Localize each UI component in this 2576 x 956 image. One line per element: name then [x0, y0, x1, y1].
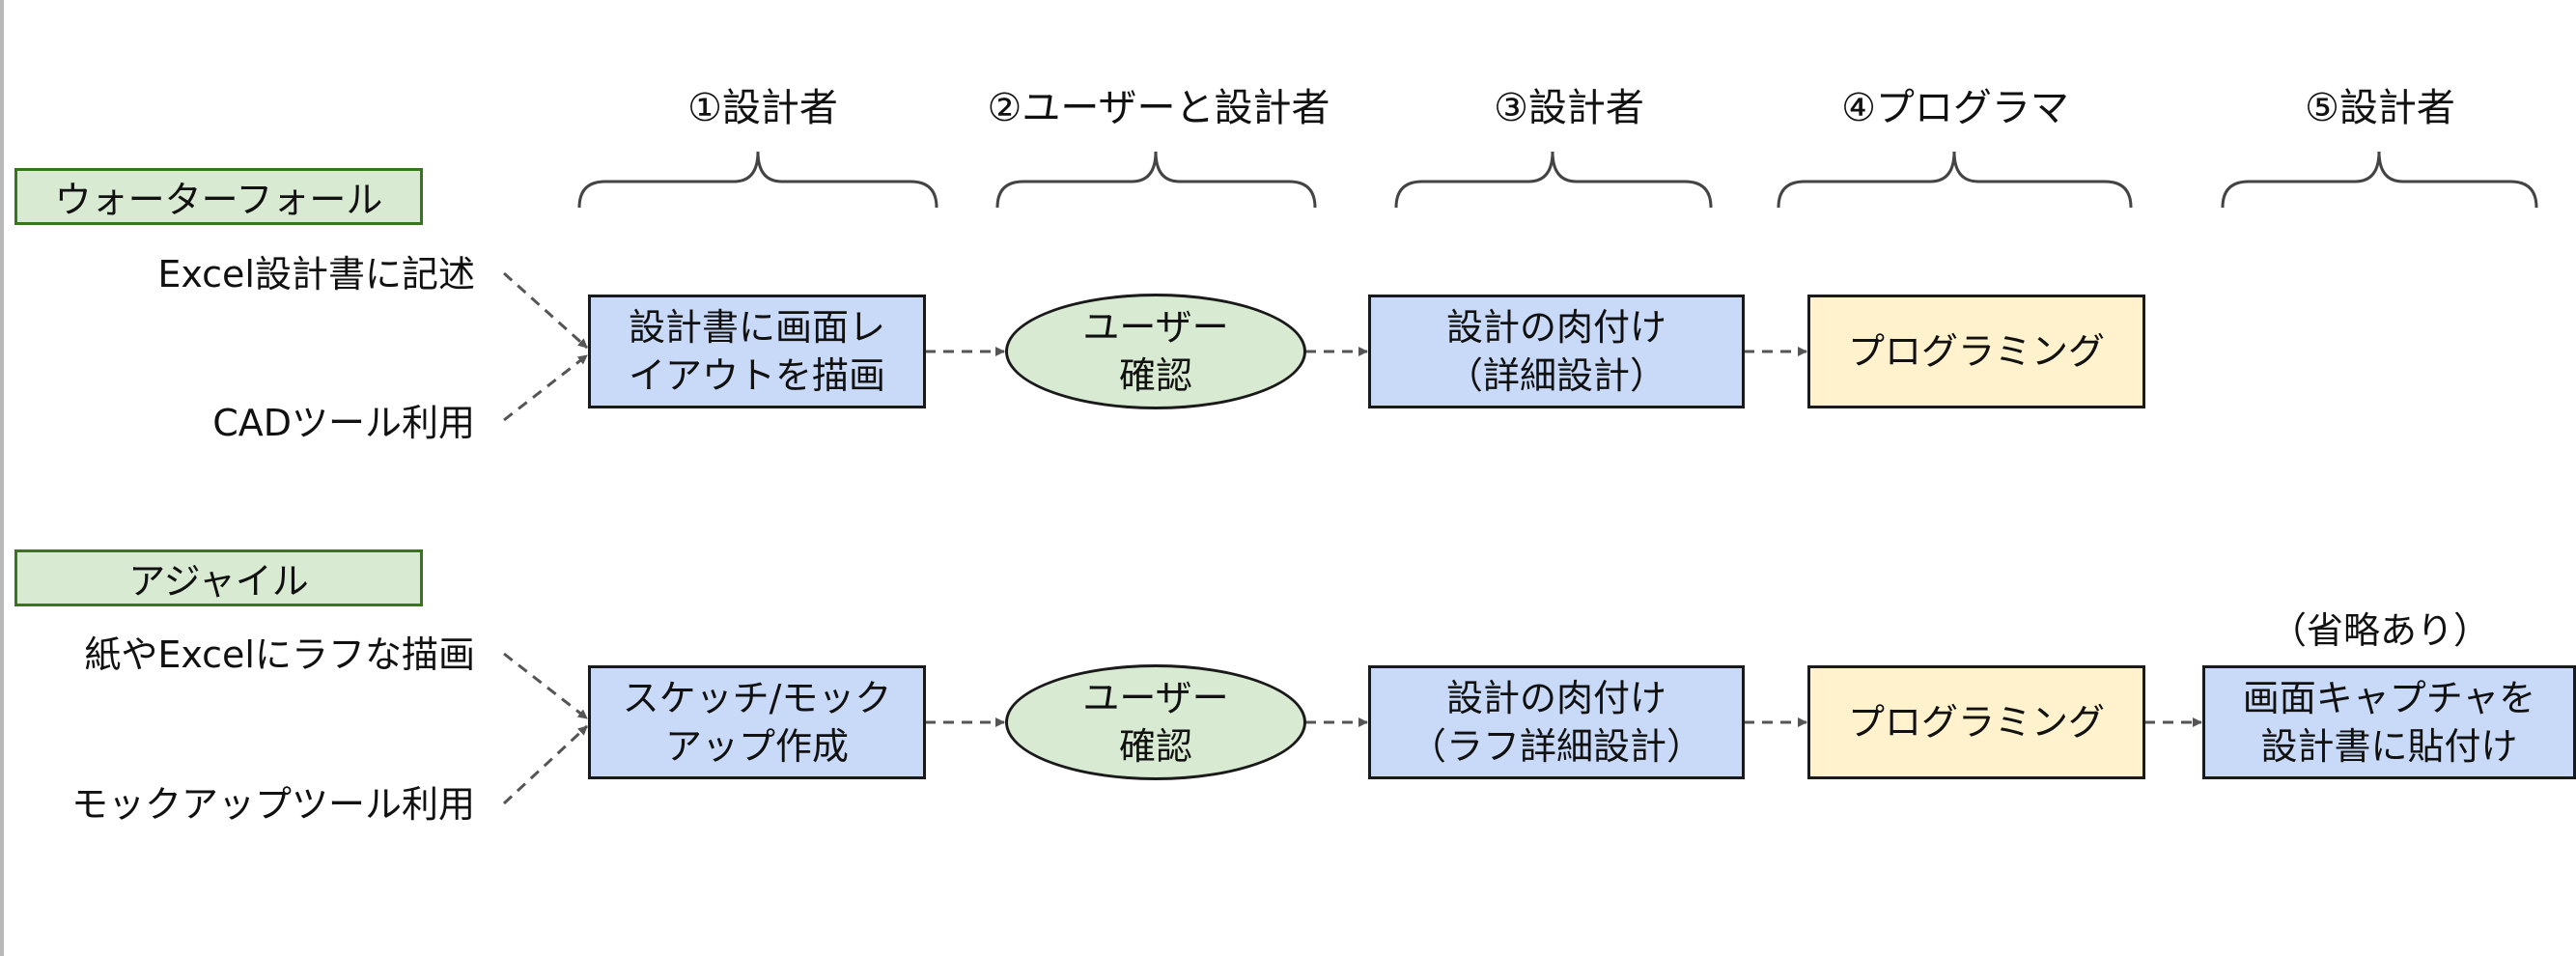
waterfall-step-detail-design: 設計の肉付け （詳細設計） — [1368, 295, 1745, 408]
step-line-1: 設計の肉付け — [1445, 677, 1666, 719]
step-line-1: ユーザー — [1082, 677, 1229, 719]
agile-step-programming: プログラミング — [1807, 665, 2145, 779]
waterfall-source-1: Excel設計書に記述 — [157, 253, 475, 295]
step-line-2: アップ作成 — [664, 725, 849, 768]
role-label-1: ①設計者 — [687, 86, 838, 130]
agile-source-2: モックアップツール利用 — [70, 783, 475, 826]
waterfall-step-programming: プログラミング — [1807, 295, 2145, 408]
step-line-1: 画面キャプチャを — [2242, 677, 2536, 719]
lane-tag-waterfall: ウォーターフォール — [14, 168, 423, 225]
brace-2 — [995, 151, 1317, 209]
role-label-4: ④プログラマ — [1841, 86, 2069, 130]
brace-3 — [1394, 151, 1713, 209]
brace-5 — [2221, 151, 2538, 209]
step-line-2: イアウトを描画 — [628, 354, 885, 397]
role-label-2: ②ユーザーと設計者 — [987, 86, 1330, 130]
arrow-source-mockup — [502, 724, 589, 805]
agile-source-1: 紙やExcelにラフな描画 — [84, 633, 475, 676]
brace-1 — [577, 151, 938, 209]
waterfall-step-draw-layout: 設計書に画面レ イアウトを描画 — [588, 295, 926, 408]
waterfall-step-user-review: ユーザー 確認 — [1005, 294, 1306, 409]
step-line-1: スケッチ/モック — [622, 677, 892, 719]
brace-4 — [1777, 151, 2133, 209]
step-line-1: 設計書に画面レ — [628, 306, 885, 349]
step-line-1: プログラミング — [1847, 330, 2105, 373]
agile-step-paste-screenshot: 画面キャプチャを 設計書に貼付け — [2202, 665, 2576, 779]
step-line-2: （詳細設計） — [1445, 354, 1666, 397]
agile-step-sketch-mockup: スケッチ/モック アップ作成 — [588, 665, 926, 779]
arrow-source-cad — [503, 353, 588, 422]
step-line-2: 確認 — [1118, 725, 1192, 768]
step-line-1: 設計の肉付け — [1445, 306, 1666, 349]
role-label-5: ⑤設計者 — [2305, 86, 2455, 130]
arrow-source-paper — [503, 652, 588, 720]
step-line-2: （ラフ詳細設計） — [1409, 725, 1703, 768]
left-border — [0, 0, 4, 956]
waterfall-source-2: CADツール利用 — [212, 402, 475, 444]
agile-step-user-review: ユーザー 確認 — [1005, 664, 1306, 780]
arrow-source-excel — [502, 271, 589, 350]
role-label-3: ③設計者 — [1494, 86, 1644, 130]
optional-note: （省略あり） — [2269, 609, 2490, 652]
step-line-1: プログラミング — [1847, 701, 2105, 744]
agile-step-rough-detail-design: 設計の肉付け （ラフ詳細設計） — [1368, 665, 1745, 779]
step-line-2: 設計書に貼付け — [2260, 725, 2518, 768]
lane-tag-agile: アジャイル — [14, 549, 423, 606]
step-line-1: ユーザー — [1082, 306, 1229, 349]
step-line-2: 確認 — [1118, 354, 1192, 397]
